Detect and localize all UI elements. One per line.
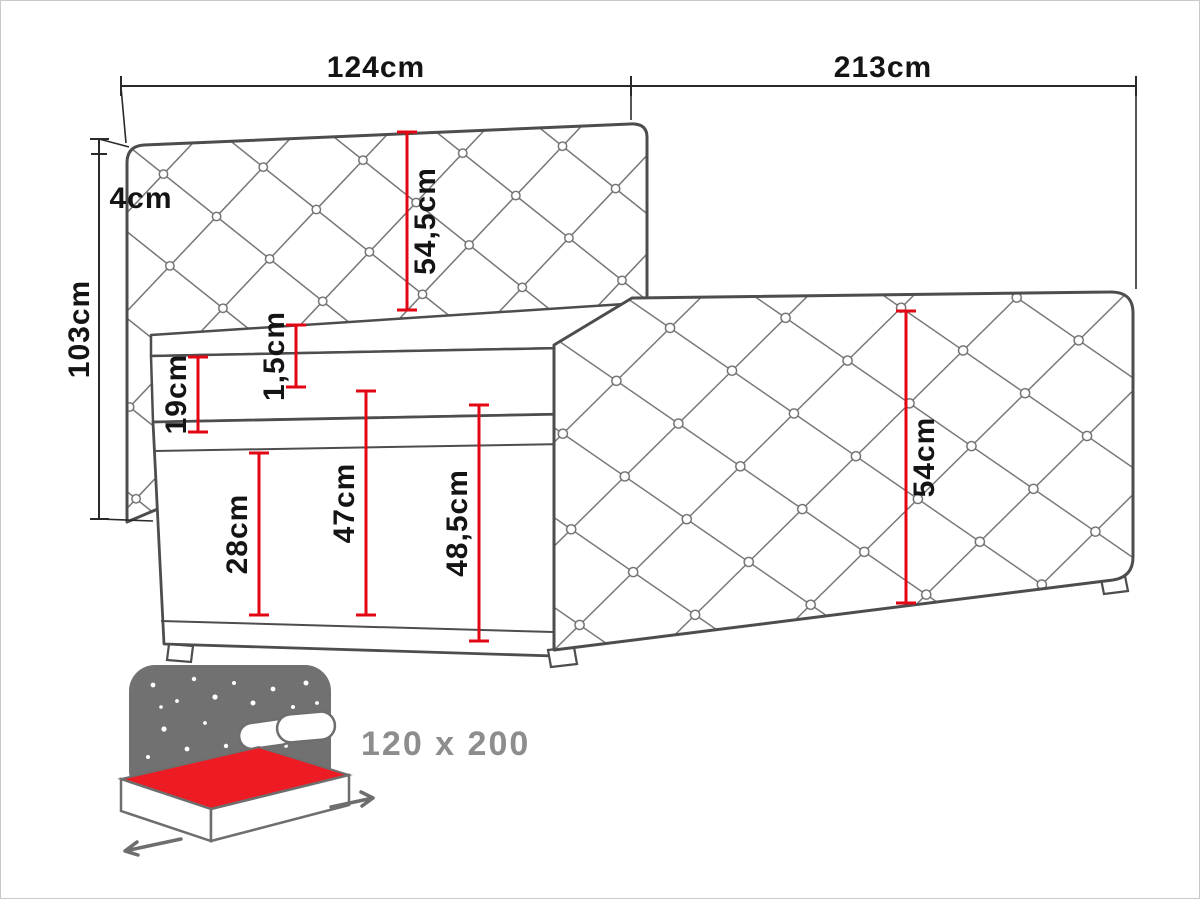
black-dimension-lines: [90, 76, 1137, 522]
label-headboard-total-height: 103cm: [63, 280, 96, 378]
dim-line-54-5: [397, 130, 417, 312]
dimension-labels: 124cm 213cm 103cm 4cm 54,5cm 19cm 1,5cm …: [63, 51, 941, 577]
icon-base-front-face: [209, 773, 351, 843]
label-side-total-height: 48,5cm: [441, 469, 474, 577]
label-headboard-top-thickness: 4cm: [109, 182, 172, 215]
storage-seam: [154, 443, 567, 452]
mattress-side: [149, 346, 570, 424]
bed-leg-left: [165, 642, 195, 664]
label-base-height: 47cm: [328, 463, 361, 544]
label-headboard-panel-height: 54,5cm: [409, 167, 442, 275]
size-badge: 120 x 200: [361, 725, 530, 763]
label-headboard-width: 124cm: [327, 51, 425, 84]
icon-arrows: [123, 790, 375, 857]
dim-line-top: [120, 76, 1137, 96]
storage-base: [151, 412, 570, 658]
footboard-quilting: [554, 291, 1133, 650]
label-footboard-height: 54cm: [908, 417, 941, 498]
pillow-right: [275, 710, 337, 744]
footboard-panel: [552, 290, 1135, 652]
arrow-right-icon: [329, 790, 375, 809]
extension-lines-left: [98, 138, 154, 522]
dim-line-19: [188, 355, 208, 434]
dim-line-48-5: [469, 403, 489, 643]
red-dimension-lines: [188, 130, 916, 643]
pillows: [237, 710, 337, 751]
label-mattress-height: 19cm: [160, 354, 193, 435]
dim-line-54: [896, 309, 916, 605]
dim-line-1-5: [286, 323, 306, 389]
label-mattress-gap: 1,5cm: [258, 311, 291, 401]
dim-line-47: [356, 389, 376, 617]
storage-bed-icon: 120 x 200: [117, 665, 530, 857]
bed-drawing: [125, 122, 1135, 669]
base-bottom-seam: [160, 620, 554, 633]
extension-lines-top: [120, 86, 1137, 289]
label-storage-height: 28cm: [221, 494, 254, 575]
arrow-left-icon: [123, 837, 183, 857]
dim-line-28: [249, 451, 269, 617]
label-bed-length: 213cm: [834, 51, 932, 84]
